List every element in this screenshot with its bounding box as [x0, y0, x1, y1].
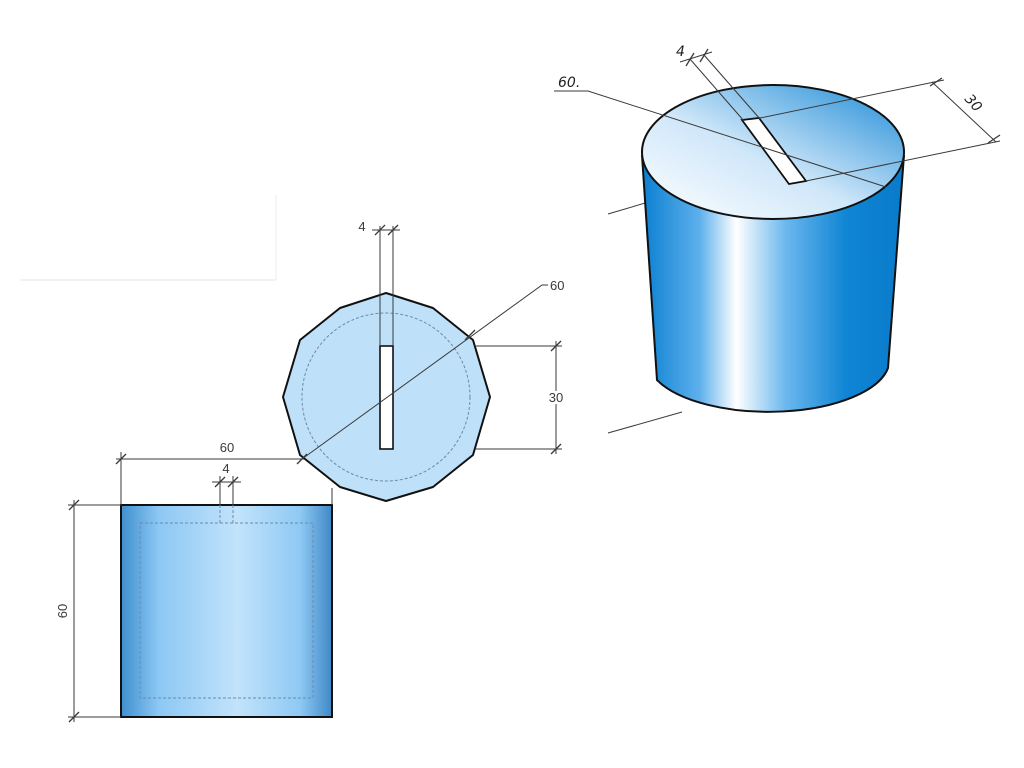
iso-slot-label: 4: [676, 44, 685, 60]
iso-slot-dimension: 4: [676, 44, 761, 122]
top-slot-label: 4: [358, 219, 365, 234]
top-length-dimension: 30: [476, 340, 566, 455]
front-view: 60 4 60: [55, 440, 333, 723]
iso-diameter-dimension: 60.: [554, 75, 887, 188]
top-length-label: 30: [549, 390, 563, 405]
iso-diameter-label: 60.: [558, 75, 580, 91]
front-width-dimension: 60: [115, 440, 333, 505]
front-height-dimension: 60: [55, 499, 121, 723]
iso-length-dimension: 30: [759, 77, 1001, 182]
iso-side-surface: [642, 155, 904, 412]
front-height-label: 60: [55, 604, 70, 618]
front-view-body: [120, 504, 333, 718]
front-view-hidden-inner: [139, 522, 314, 699]
front-width-label: 60: [220, 440, 234, 455]
iso-length-label: 30: [961, 91, 985, 115]
top-slot-dimension: 4: [358, 219, 400, 346]
iso-view: 4 60. 30: [554, 44, 1001, 434]
background-frame-lines: [20, 195, 277, 281]
top-view-hidden-circle: [301, 312, 471, 482]
front-slot-label: 4: [222, 461, 229, 476]
top-diameter-label: 60: [550, 278, 564, 293]
top-view: 4 60 30: [282, 219, 566, 502]
iso-side-outline: [641, 154, 905, 413]
top-diameter-dimension: 60: [296, 278, 564, 465]
front-slot-dimension: 4: [212, 461, 241, 505]
